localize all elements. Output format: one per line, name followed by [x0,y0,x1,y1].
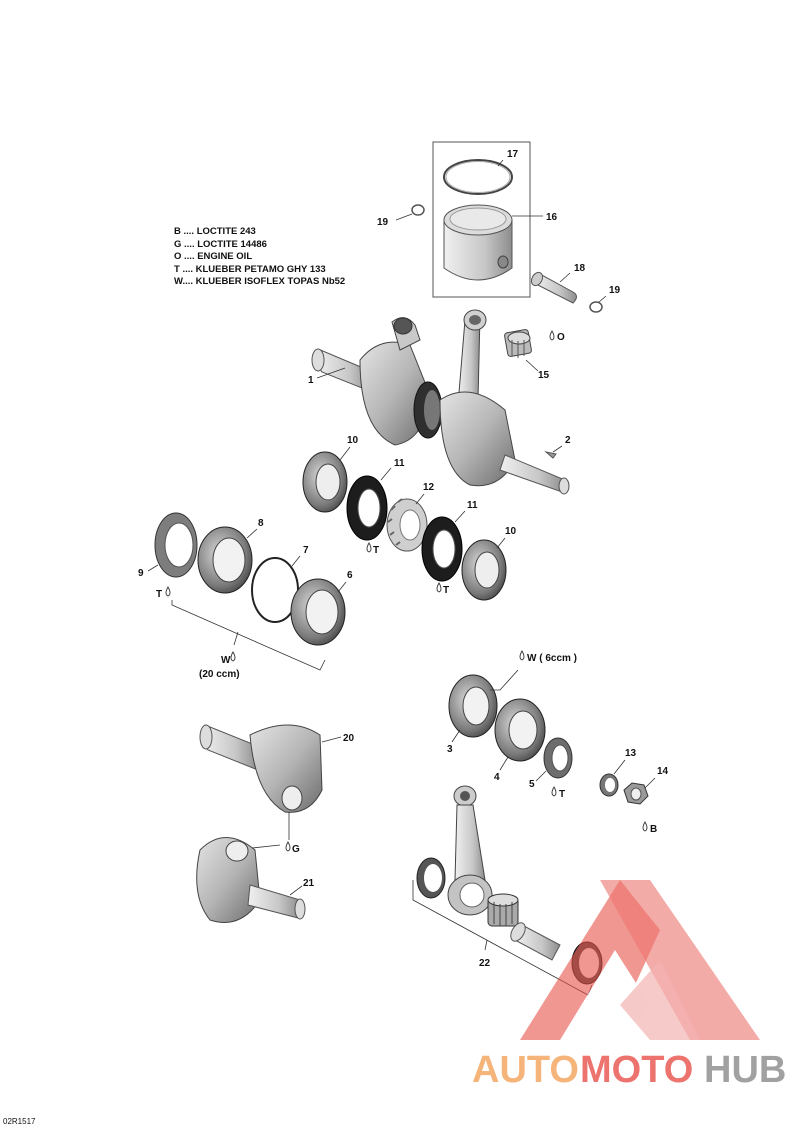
callout-2: 2 [565,435,571,446]
lube-w-top: W ( 6ccm ) [527,653,577,664]
piston-group [432,141,531,298]
bearing-6 [290,578,346,646]
lube-o-15: O [557,332,565,343]
lube-t-5: T [559,789,565,800]
lubricant-legend: B .... LOCTITE 243 G .... LOCTITE 14486 … [174,226,345,289]
circlip-right [589,301,603,313]
lube-drop-icon [165,586,171,597]
callout-12: 12 [423,482,435,493]
callout-14: 14 [657,766,669,777]
callout-11-left: 11 [394,458,405,469]
lube-b-14: B [650,824,657,835]
circlip-left [411,204,425,216]
crankshaft-assembly [311,309,570,495]
callout-22: 22 [479,958,491,969]
lube-drop-icon [366,542,372,553]
callout-16: 16 [546,212,558,223]
seal-9 [154,512,198,578]
lube-t-11-right: T [443,585,449,596]
callout-20: 20 [343,733,355,744]
seal-5 [543,737,573,779]
big-end-bearing [487,893,519,927]
gear-12 [386,498,428,552]
lube-g-20: G [292,844,300,855]
callout-9: 9 [138,568,144,579]
callout-4: 4 [494,772,500,783]
callout-5: 5 [529,779,535,790]
callout-3: 3 [447,744,453,755]
thrust-washer-left [416,857,446,899]
crank-half-21 [196,837,306,923]
lube-drop-icon [230,651,236,662]
piston-pin [530,271,577,304]
lube-drop-icon [642,821,648,832]
legend-item-g: G .... LOCTITE 14486 [174,238,267,250]
watermark-auto: AUTO [472,1049,579,1091]
lube-drop-icon [519,650,525,661]
watermark-hub: HUB [704,1049,786,1091]
lube-t-9: T [156,589,162,600]
callout-18: 18 [574,263,586,274]
bearing-3 [448,674,498,738]
lube-w-group-qty: (20 ccm) [199,669,240,680]
crank-pin [510,922,561,961]
lube-w-group: W [221,655,231,666]
callout-6: 6 [347,570,353,581]
callout-10-left: 10 [347,435,359,446]
automotohub-watermark-logo: AUTO MOTO HUB [472,880,786,1091]
oil-seal-11-right [421,516,463,582]
washer-13 [599,773,619,797]
callout-1: 1 [308,375,314,386]
woodruff-key [544,451,557,459]
nut-14 [623,782,649,805]
lube-t-11-left: T [373,545,379,556]
bearing-10-left [302,451,348,513]
callout-19-right: 19 [609,285,621,296]
callout-11-right: 11 [467,500,478,511]
legend-item-w: W.... KLUEBER ISOFLEX TOPAS Nb52 [174,276,346,287]
legend-item-t: T .... KLUEBER PETAMO GHY 133 [174,263,326,275]
bearing-8 [197,526,253,594]
callout-8: 8 [258,518,264,529]
callout-10-right: 10 [505,526,517,537]
legend-item-o: O .... ENGINE OIL [174,251,253,262]
diagram-reference-code: 02R1517 [3,1117,36,1126]
callout-19-left: 19 [377,217,389,228]
crank-half-20 [199,724,323,813]
piston [443,204,513,281]
lube-drop-icon [436,582,442,593]
bearing-10-right [461,539,507,601]
bearing-4 [494,698,546,762]
oil-drop-icon [549,330,555,341]
callout-15: 15 [538,370,550,381]
oil-seal-11-left [346,475,388,541]
callout-7: 7 [303,545,309,556]
needle-bearing [504,329,532,358]
callout-21: 21 [303,878,315,889]
callout-13: 13 [625,748,637,759]
watermark-moto: MOTO [580,1049,693,1091]
legend-item-b: B .... LOCTITE 243 [174,226,256,237]
lube-drop-icon [285,841,291,852]
lube-drop-icon [551,786,557,797]
piston-ring [443,159,513,195]
callout-17: 17 [507,149,519,160]
connecting-rod [447,785,493,916]
